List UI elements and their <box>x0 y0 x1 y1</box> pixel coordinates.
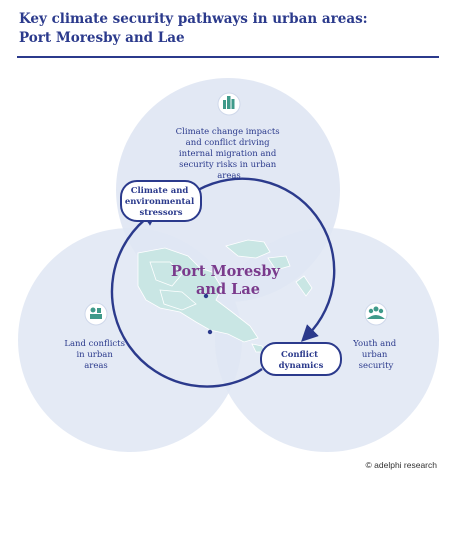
center-label: Port Moresby and Lae <box>171 263 285 298</box>
circle-top-line-4: security risks in urban <box>179 160 277 170</box>
people-icon <box>364 302 388 326</box>
circle-top-line-3: internal migration and <box>179 149 277 159</box>
circle-right-line-2: urban <box>362 350 388 360</box>
png-map <box>137 239 313 353</box>
circle-left-line-1: Land conflicts <box>64 339 125 349</box>
port-moresby-marker <box>207 329 213 335</box>
climate-badge-line-2: environmental <box>125 197 195 207</box>
loop-arrow-left <box>110 209 263 388</box>
credit-text: © adelphi research <box>365 460 437 470</box>
circle-right-line-3: security <box>359 361 394 371</box>
center-label-line-1: Port Moresby <box>171 263 280 280</box>
circle-top-line-1: Climate change impacts <box>176 127 280 137</box>
land-icon <box>84 302 108 326</box>
lae-marker <box>203 293 209 299</box>
conflict-dynamics-badge: Conflict dynamics <box>260 342 342 376</box>
circle-left-text: Land conflicts in urban areas <box>64 339 127 371</box>
climate-badge-text: Climate and environmental stressors <box>125 186 197 218</box>
venn-diagram: Port Moresby and Lae Climate change impa… <box>18 78 439 452</box>
center-label-line-2: and Lae <box>196 281 260 298</box>
circle-right-line-1: Youth and <box>352 339 397 349</box>
climate-badge-line-3: stressors <box>139 208 182 218</box>
circle-left-line-2: in urban <box>76 350 113 360</box>
city-icon <box>217 92 241 116</box>
loop-arrow-right <box>197 177 336 342</box>
title-divider <box>17 56 439 58</box>
conflict-badge-text: Conflict dynamics <box>279 350 324 371</box>
page-title: Key climate security pathways in urban a… <box>19 10 439 48</box>
circle-top-text: Climate change impacts and conflict driv… <box>176 127 283 181</box>
conflict-badge-line-1: Conflict <box>281 350 318 360</box>
conflict-badge-line-2: dynamics <box>279 361 324 371</box>
climate-badge-line-1: Climate and <box>131 186 189 196</box>
circle-top-line-2: and conflict driving <box>186 138 271 148</box>
circle-left-line-3: areas <box>84 361 108 371</box>
circle-left <box>18 228 242 452</box>
climate-stressors-badge: Climate and environmental stressors <box>120 180 202 222</box>
circle-right-text: Youth and urban security <box>352 339 399 371</box>
circle-right <box>215 228 439 452</box>
circle-top-line-5: areas <box>217 171 241 181</box>
title-line-1: Key climate security pathways in urban a… <box>19 11 368 27</box>
title-line-2: Port Moresby and Lae <box>19 30 185 46</box>
